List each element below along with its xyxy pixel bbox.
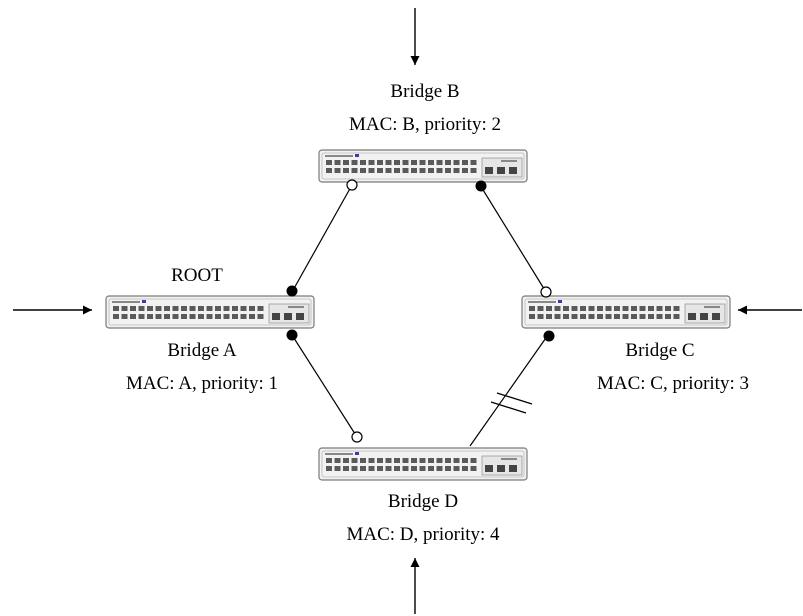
bridge-c-name: Bridge C — [625, 340, 694, 361]
bridge-a-switch-icon — [105, 295, 315, 329]
link-a-d — [291, 334, 358, 438]
blocked-link-marker — [490, 392, 533, 414]
bridge-d-name: Bridge D — [388, 491, 458, 512]
bridge-c-details: MAC: C, priority: 3 — [597, 373, 749, 394]
bridge-d-details: MAC: D, priority: 4 — [346, 524, 500, 545]
port-d-top-open — [351, 431, 363, 443]
root-label: ROOT — [171, 265, 223, 286]
port-b-left-open — [346, 179, 358, 191]
port-c-top-open — [540, 286, 552, 298]
bridge-a-name: Bridge A — [167, 340, 236, 361]
bridge-c-switch-icon — [521, 295, 731, 329]
port-c-bottom-filled — [543, 330, 555, 342]
bridge-d-switch-icon — [318, 447, 528, 481]
bridge-b-switch-icon — [318, 149, 528, 183]
link-b-c — [479, 184, 547, 293]
bridge-a-details: MAC: A, priority: 1 — [126, 373, 278, 394]
bridge-b-details: MAC: B, priority: 2 — [349, 114, 501, 135]
bridge-b-name: Bridge B — [390, 81, 459, 102]
link-a-b — [291, 184, 353, 293]
port-b-right-filled — [475, 180, 487, 192]
port-a-bottom-filled — [286, 329, 298, 341]
link-c-d — [469, 334, 549, 447]
port-a-top-filled — [286, 285, 298, 297]
